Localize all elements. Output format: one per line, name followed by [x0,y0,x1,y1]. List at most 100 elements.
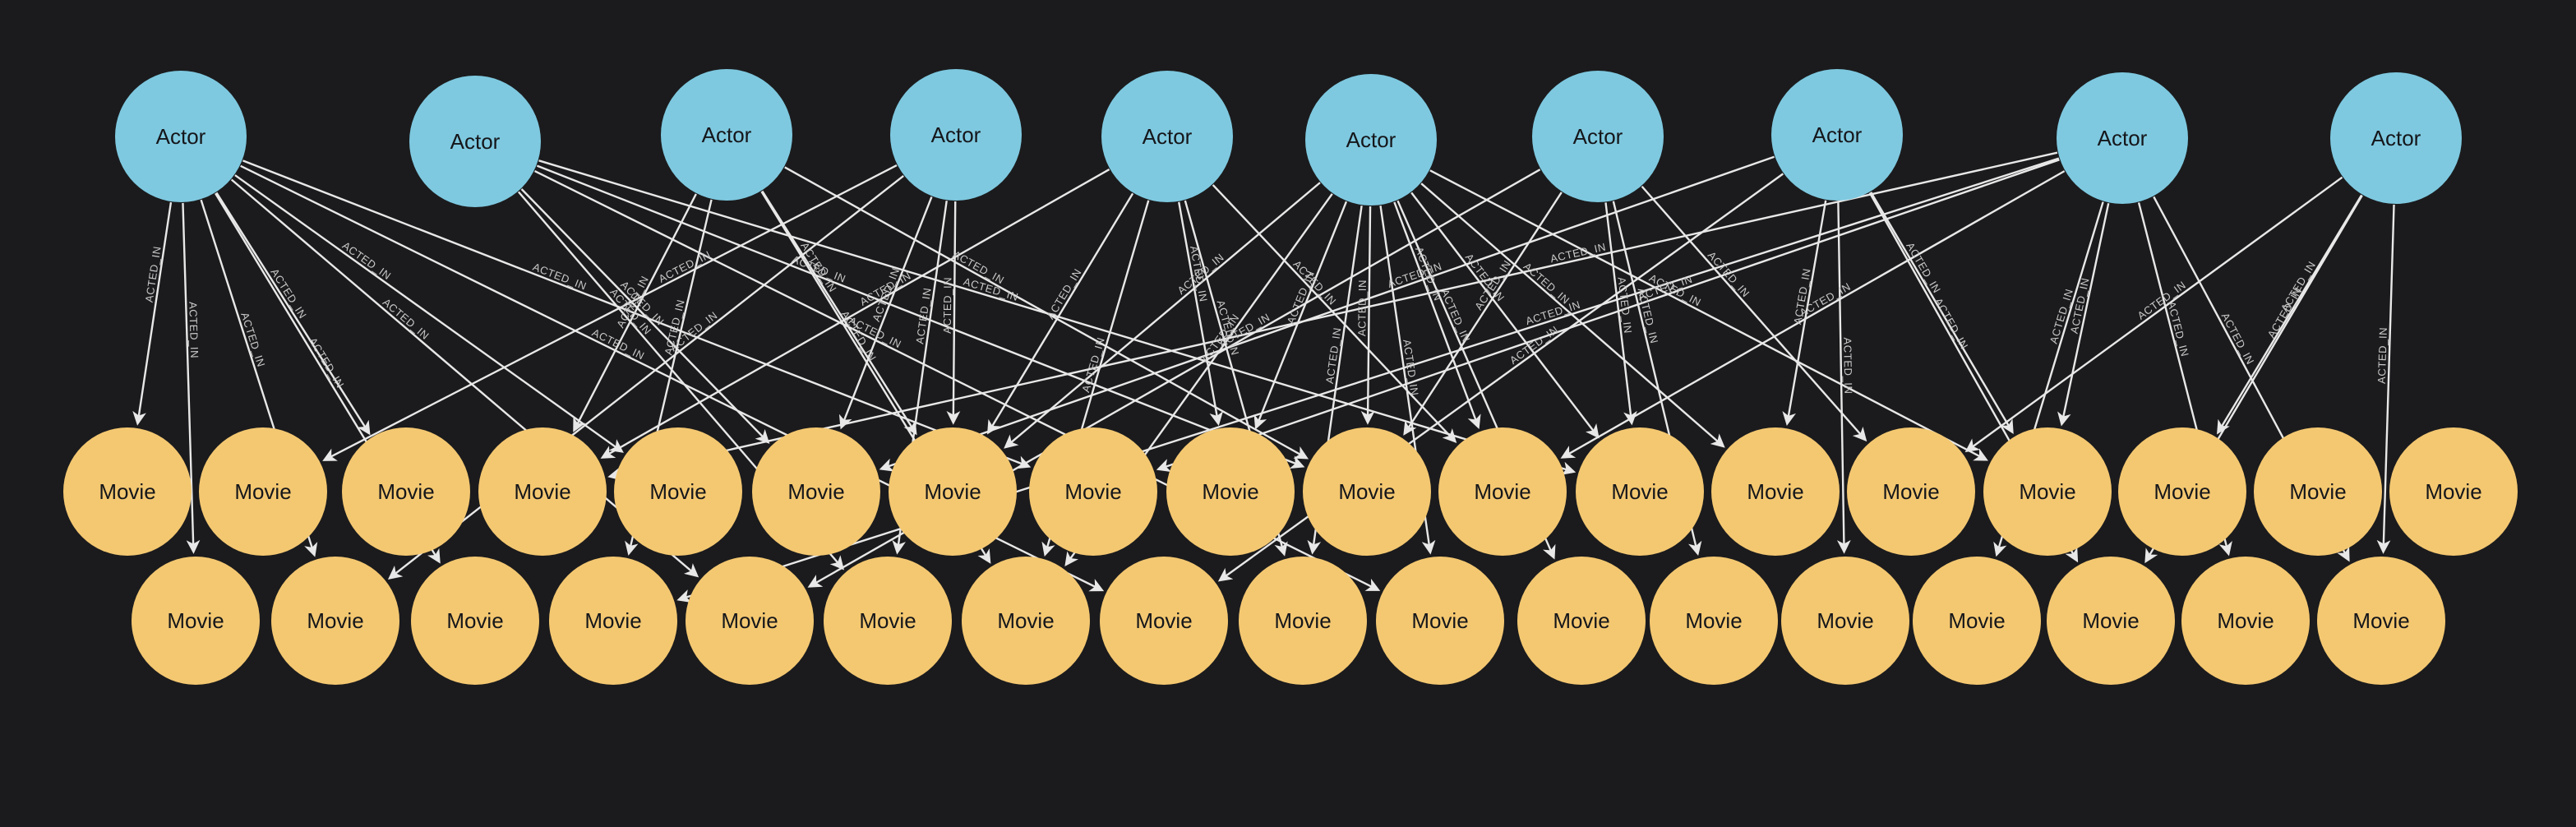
actor-node[interactable]: Actor [2330,72,2462,204]
acted-in-edge[interactable] [1403,192,1563,436]
movie-node-circle[interactable] [411,557,539,685]
acted-in-edge[interactable] [1004,182,1321,449]
acted-in-edge[interactable] [322,164,898,461]
acted-in-edge[interactable] [215,192,371,436]
acted-in-edge[interactable] [2217,194,2363,435]
movie-node-circle[interactable] [1913,557,2041,685]
acted-in-edge[interactable] [607,151,2058,481]
movie-node-circle[interactable] [686,557,814,685]
movie-node-circle[interactable] [2254,427,2382,556]
acted-in-edge[interactable] [784,166,1309,460]
movie-node[interactable]: Movie [1983,427,2112,556]
movie-node[interactable]: Movie [1166,427,1295,556]
movie-node[interactable]: Movie [478,427,607,556]
acted-in-edge[interactable] [1604,202,1637,426]
movie-node[interactable]: Movie [889,427,1017,556]
movie-node[interactable]: Movie [2118,427,2246,556]
movie-node-circle[interactable] [342,427,470,556]
movie-node[interactable]: Movie [1913,557,2041,685]
movie-node-circle[interactable] [478,427,607,556]
movie-node[interactable]: Movie [1847,427,1975,556]
movie-node-circle[interactable] [889,427,1017,556]
movie-node[interactable]: Movie [411,557,539,685]
movie-node[interactable]: Movie [342,427,470,556]
movie-node[interactable]: Movie [614,427,742,556]
actor-node-circle[interactable] [409,76,541,207]
acted-in-edge[interactable] [1782,200,1827,426]
actor-node-circle[interactable] [115,71,247,202]
acted-in-edge[interactable] [1870,192,2014,435]
acted-in-edge[interactable] [573,193,697,432]
acted-in-edge[interactable] [1393,201,1481,429]
actor-node-circle[interactable] [1771,69,1903,201]
movie-node-circle[interactable] [2389,427,2518,556]
movie-node-circle[interactable] [824,557,952,685]
acted-in-edge[interactable] [1253,201,1348,430]
movie-node[interactable]: Movie [1239,557,1367,685]
movie-node-circle[interactable] [1303,427,1431,556]
movie-node[interactable]: Movie [2181,557,2310,685]
movie-node[interactable]: Movie [1650,557,1778,685]
movie-node[interactable]: Movie [2389,427,2518,556]
actor-node-circle[interactable] [2330,72,2462,204]
actor-node[interactable]: Actor [2057,72,2188,204]
movie-node[interactable]: Movie [1711,427,1840,556]
acted-in-edge[interactable] [387,174,904,580]
acted-in-edge[interactable] [1178,201,1224,427]
actor-node-circle[interactable] [1101,71,1233,202]
movie-node[interactable]: Movie [1376,557,1504,685]
acted-in-edge[interactable] [1156,159,2060,473]
movie-node[interactable]: Movie [549,557,677,685]
acted-in-edge[interactable] [1560,170,2066,459]
acted-in-edge[interactable] [1641,185,1867,442]
movie-node[interactable]: Movie [824,557,952,685]
movie-node[interactable]: Movie [1303,427,1431,556]
movie-node-circle[interactable] [199,427,327,556]
movie-node[interactable]: Movie [1576,427,1704,556]
movie-node-circle[interactable] [63,427,192,556]
movie-node-circle[interactable] [962,557,1090,685]
movie-node-circle[interactable] [1576,427,1704,556]
movie-node[interactable]: Movie [132,557,260,685]
movie-node[interactable]: Movie [2317,557,2445,685]
actor-node[interactable]: Actor [115,71,247,202]
movie-node-circle[interactable] [1711,427,1840,556]
movie-node[interactable]: Movie [63,427,192,556]
movie-node-circle[interactable] [1376,557,1504,685]
acted-in-edge[interactable] [132,201,173,426]
actor-node[interactable]: Actor [1532,71,1664,202]
movie-node-circle[interactable] [1517,557,1646,685]
movie-node-circle[interactable] [1100,557,1228,685]
movie-node-circle[interactable] [1166,427,1295,556]
acted-in-edge[interactable] [879,155,1775,472]
acted-in-edge[interactable] [536,164,1305,469]
movie-node[interactable]: Movie [1781,557,1909,685]
actor-node-circle[interactable] [1305,74,1437,206]
movie-node-circle[interactable] [271,557,399,685]
movie-node-circle[interactable] [2047,557,2175,685]
actor-node[interactable]: Actor [890,69,1022,201]
movie-node[interactable]: Movie [199,427,327,556]
movie-node-circle[interactable] [132,557,260,685]
acted-in-edge[interactable] [838,196,933,430]
acted-in-edge[interactable] [538,159,1577,475]
acted-in-edge[interactable] [242,159,1032,469]
movie-node[interactable]: Movie [1100,557,1228,685]
movie-node-circle[interactable] [2181,557,2310,685]
movie-node-circle[interactable] [2317,557,2445,685]
movie-node-circle[interactable] [752,427,880,556]
movie-node[interactable]: Movie [1517,557,1646,685]
movie-node[interactable]: Movie [1438,427,1567,556]
movie-node[interactable]: Movie [271,557,399,685]
acted-in-edge[interactable] [1410,192,1600,439]
actor-node[interactable]: Actor [409,76,541,207]
acted-in-edge[interactable] [1964,176,2343,453]
movie-node-circle[interactable] [1239,557,1367,685]
acted-in-edge[interactable] [1360,206,1375,425]
acted-in-edge[interactable] [1429,169,1988,461]
actor-node[interactable]: Actor [1771,69,1903,201]
acted-in-edge[interactable] [1836,201,1851,554]
movie-node-circle[interactable] [1983,427,2112,556]
